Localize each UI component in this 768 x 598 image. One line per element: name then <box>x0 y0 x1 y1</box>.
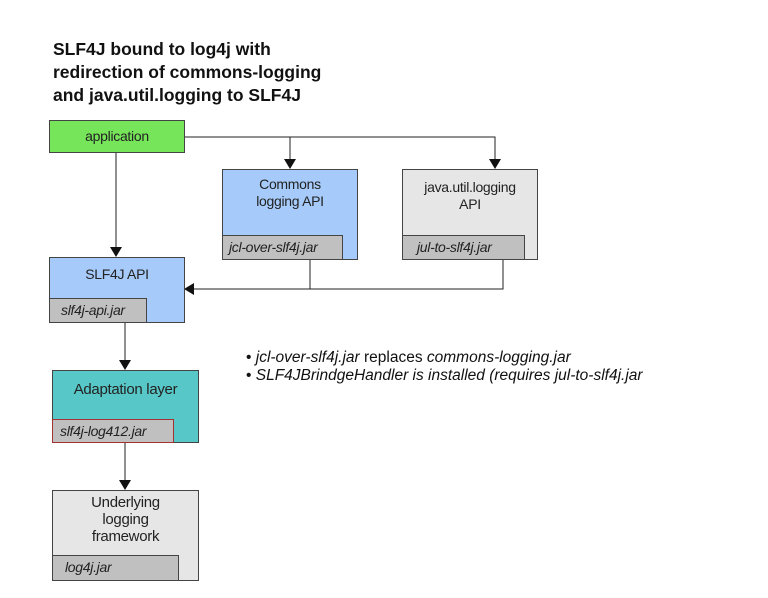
node-underlying-label-line-1: Underlying <box>91 494 160 511</box>
title-line-1: SLF4J bound to log4j with <box>53 39 271 59</box>
node-jul-label-line-1: java.util.logging <box>424 179 516 195</box>
node-jul-label: java.util.logging API <box>403 179 537 213</box>
node-underlying-label: Underlying logging framework <box>53 494 198 545</box>
jar-jul-to-slf4j: jul-to-slf4j.jar <box>402 235 525 260</box>
node-slf4j-api: SLF4J API slf4j-api.jar <box>49 257 185 323</box>
jar-slf4j-api: slf4j-api.jar <box>49 298 147 323</box>
note-text: replaces <box>359 349 427 366</box>
node-jul-label-line-2: API <box>459 196 481 212</box>
note-item: • jcl-over-slf4j.jar replaces commons-lo… <box>246 349 643 367</box>
bullet: • <box>246 367 252 384</box>
node-commons-logging-api: Commons logging API jcl-over-slf4j.jar <box>222 169 358 260</box>
node-underlying-label-line-2: logging <box>102 511 149 528</box>
node-java-util-logging-api: java.util.logging API jul-to-slf4j.jar <box>402 169 538 260</box>
edge-jul-to-slf4j-api <box>184 259 504 295</box>
note-item: • SLF4JBrindgeHandler is installed (requ… <box>246 367 643 385</box>
jar-slf4j-log412: slf4j-log412.jar <box>52 419 174 443</box>
bullet: • <box>246 349 252 366</box>
node-adaptation-label: Adaptation layer <box>73 381 178 398</box>
node-application-label: application <box>85 128 149 144</box>
note-text-italic: commons-logging.jar <box>426 349 571 366</box>
edge-application-to-jul <box>184 136 501 169</box>
node-underlying-label-line-3: framework <box>91 528 160 545</box>
node-underlying-logging-framework: Underlying logging framework log4j.jar <box>52 490 199 581</box>
node-adaptation-layer: Adaptation layer slf4j-log412.jar <box>52 370 199 443</box>
diagram-title: SLF4J bound to log4j with redirection of… <box>53 38 321 107</box>
title-line-2: redirection of commons-logging <box>53 62 322 82</box>
node-application: application <box>49 120 185 153</box>
note-text-italic: jcl-over-slf4j.jar <box>255 349 360 366</box>
title-line-3: and java.util.logging to SLF4J <box>53 85 301 105</box>
node-commons-label-line-1: Commons <box>259 176 321 192</box>
node-slf4j-api-label: SLF4J API <box>85 266 149 282</box>
jar-log4j: log4j.jar <box>52 555 179 581</box>
node-commons-label: Commons logging API <box>223 176 357 210</box>
notes-list: • jcl-over-slf4j.jar replaces commons-lo… <box>246 349 643 385</box>
node-commons-label-line-2: logging API <box>256 193 324 209</box>
note-text-italic: SLF4JBrindgeHandler is installed (requir… <box>255 367 643 384</box>
jar-jcl-over-slf4j: jcl-over-slf4j.jar <box>222 235 343 260</box>
